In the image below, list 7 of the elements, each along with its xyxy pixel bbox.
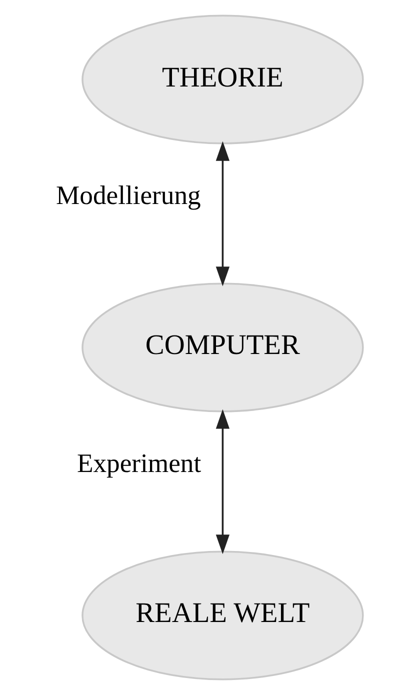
arrow [216, 141, 230, 286]
node-ellipse: COMPUTER [82, 282, 364, 412]
edge-label: Experiment [77, 448, 202, 478]
node-ellipse: THEORIE [82, 14, 364, 144]
node-ellipse: REALE WELT [82, 550, 364, 680]
edge-label: Modellierung [56, 180, 201, 210]
arrow [216, 409, 230, 554]
